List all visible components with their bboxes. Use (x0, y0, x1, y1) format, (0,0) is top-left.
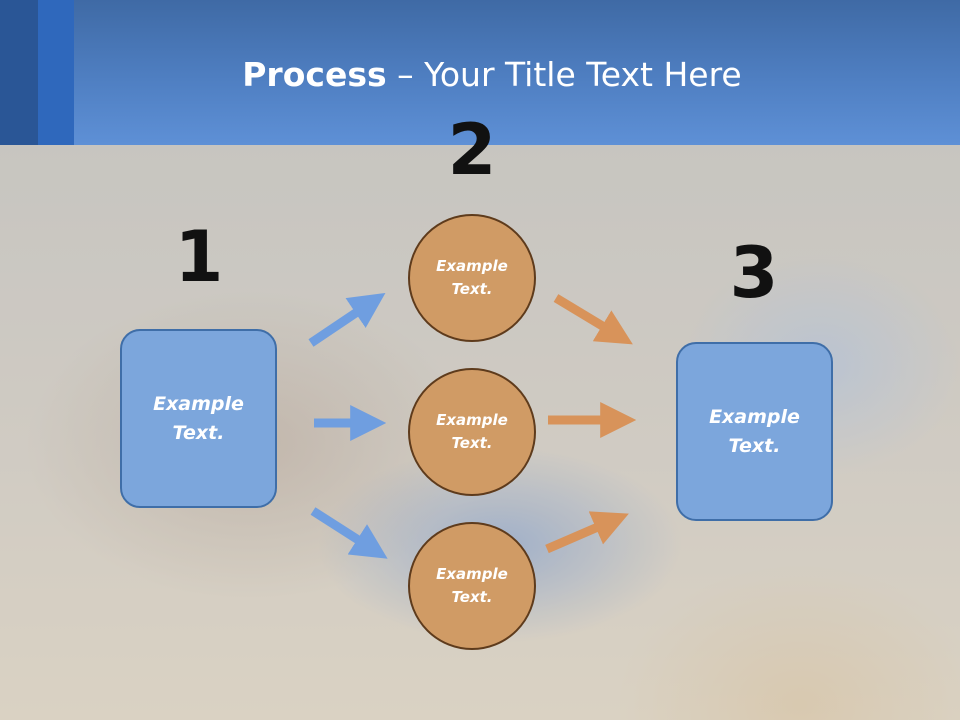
right-process-box: Example Text. (676, 342, 833, 521)
circle-bottom: Example Text. (408, 522, 536, 650)
arrow-from-top (556, 298, 619, 336)
right-box-text: Example Text. (688, 403, 821, 461)
left-process-box: Example Text. (120, 329, 277, 508)
circle-middle: Example Text. (408, 368, 536, 496)
left-box-text: Example Text. (132, 390, 265, 448)
arrow-to-bottom (313, 511, 374, 550)
circle-bottom-text: Example Text. (428, 563, 516, 609)
arrow-to-top (311, 302, 372, 343)
arrow-from-bottom (547, 520, 614, 549)
step-number-2: 2 (432, 110, 512, 190)
circle-top-text: Example Text. (428, 255, 516, 301)
circle-top: Example Text. (408, 214, 536, 342)
circle-middle-text: Example Text. (428, 409, 516, 455)
step-number-3: 3 (714, 233, 794, 313)
step-number-1: 1 (159, 217, 239, 297)
